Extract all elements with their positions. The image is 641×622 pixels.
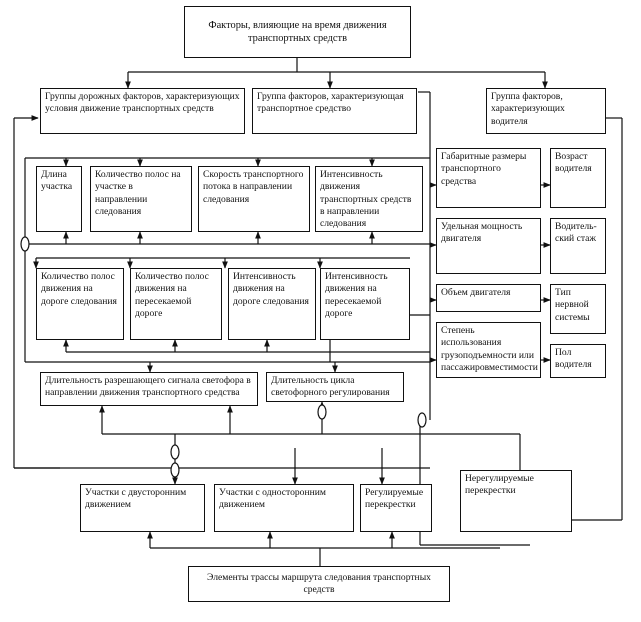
- road-factors-group-label: Группы дорожных факторов, характеризующи…: [45, 91, 240, 115]
- engine-volume-box: Объем двигателя: [436, 284, 541, 312]
- one-way-sections-label: Участки с односторонним движением: [219, 487, 326, 511]
- cycle-duration-label: Длительность цикла светофорного регулиро…: [271, 375, 390, 401]
- intensity-direction-box: Интенсивность движения транспортных сред…: [315, 166, 423, 232]
- diagram-title: Факторы, влияющие на время движения тран…: [208, 19, 387, 44]
- length-label: Длина участка: [41, 169, 73, 193]
- route-elements-box: Элементы трассы маршрута следования тран…: [188, 566, 450, 602]
- age-label: Возраст водителя: [555, 151, 592, 175]
- specific-power-box: Удельная мощность двигателя: [436, 218, 541, 274]
- flow-speed-box: Скорость транспортного потока в направле…: [198, 166, 310, 232]
- driver-factors-group-label: Группа факторов, характеризующих водител…: [491, 91, 565, 127]
- experience-label: Водитель-ский стаж: [555, 221, 597, 245]
- diagram-title-box: Факторы, влияющие на время движения тран…: [184, 6, 411, 58]
- regulated-intersections-box: Регулируемые перекрестки: [360, 484, 432, 532]
- regulated-intersections-label: Регулируемые перекрестки: [365, 487, 424, 511]
- driver-factors-group-box: Группа факторов, характеризующих водител…: [486, 88, 606, 134]
- intensity-road-box: Интенсивность движения на дороге следова…: [228, 268, 316, 340]
- age-box: Возраст водителя: [550, 148, 606, 208]
- cycle-duration-box: Длительность цикла светофорного регулиро…: [266, 372, 404, 402]
- lanes-road-label: Количество полос движения на дороге след…: [41, 271, 117, 307]
- flow-speed-label: Скорость транспортного потока в направле…: [203, 169, 304, 205]
- signal-duration-box: Длительность разрешающего сигнала светоф…: [40, 372, 258, 406]
- gender-label: Пол водителя: [555, 347, 592, 371]
- route-elements-label: Элементы трассы маршрута следования тран…: [207, 571, 431, 595]
- lanes-direction-box: Количество полос на участке в направлени…: [90, 166, 192, 232]
- gender-box: Пол водителя: [550, 344, 606, 378]
- signal-duration-label: Длительность разрешающего сигнала светоф…: [45, 375, 251, 399]
- length-box: Длина участка: [36, 166, 82, 232]
- lanes-direction-label: Количество полос на участке в направлени…: [95, 169, 181, 217]
- unregulated-intersections-label: Нерегулируемые перекрестки: [465, 473, 534, 497]
- capacity-usage-box: Степень использования грузоподъемности и…: [436, 322, 541, 378]
- nervous-system-box: Тип нервной системы: [550, 284, 606, 334]
- intensity-direction-label: Интенсивность движения транспортных сред…: [320, 169, 412, 230]
- experience-box: Водитель-ский стаж: [550, 218, 606, 274]
- vehicle-factors-group-label: Группа факторов, характеризующая транспо…: [257, 91, 404, 115]
- capacity-usage-label: Степень использования грузоподъемности и…: [441, 325, 538, 377]
- specific-power-label: Удельная мощность двигателя: [441, 221, 523, 245]
- dimensions-label: Габаритные размеры транспортного средств…: [441, 151, 527, 187]
- vehicle-factors-group-box: Группа факторов, характеризующая транспо…: [252, 88, 417, 134]
- one-way-sections-box: Участки с односторонним движением: [214, 484, 354, 532]
- two-way-sections-label: Участки с двусторонним движением: [85, 487, 187, 511]
- intensity-crossed-box: Интенсивность движения на пересекаемой д…: [320, 268, 410, 340]
- lanes-road-box: Количество полос движения на дороге след…: [36, 268, 124, 340]
- lanes-crossed-box: Количество полос движения на пересекаемо…: [130, 268, 222, 340]
- lanes-crossed-label: Количество полос движения на пересекаемо…: [135, 271, 209, 319]
- two-way-sections-box: Участки с двусторонним движением: [80, 484, 205, 532]
- dimensions-box: Габаритные размеры транспортного средств…: [436, 148, 541, 208]
- intensity-road-label: Интенсивность движения на дороге следова…: [233, 271, 309, 307]
- unregulated-intersections-box: Нерегулируемые перекрестки: [460, 470, 572, 532]
- engine-volume-label: Объем двигателя: [441, 287, 511, 298]
- nervous-system-label: Тип нервной системы: [555, 287, 590, 323]
- road-factors-group-box: Группы дорожных факторов, характеризующи…: [40, 88, 245, 134]
- intensity-crossed-label: Интенсивность движения на пересекаемой д…: [325, 271, 388, 319]
